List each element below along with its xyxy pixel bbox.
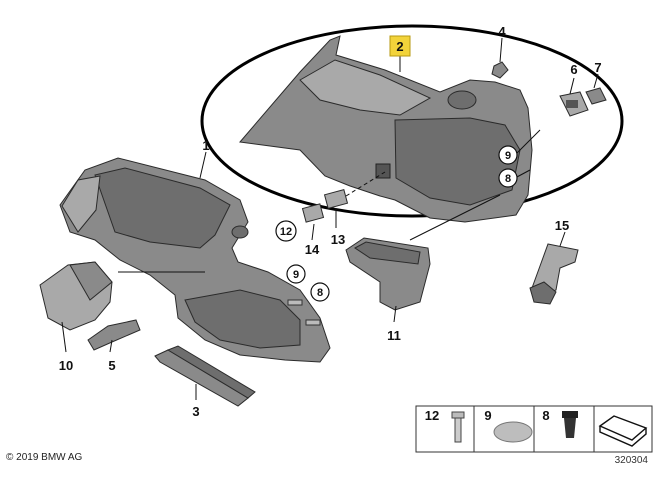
part-10-cover[interactable] — [39, 261, 113, 331]
callout-2-box — [389, 35, 411, 57]
callout-8b-circle — [310, 282, 330, 302]
part-15-hook-bracket[interactable] — [529, 243, 579, 305]
part-8-clip[interactable] — [305, 319, 321, 326]
callout-4: 4 — [498, 24, 506, 39]
legend-9-cap-icon — [493, 421, 533, 443]
part-14-grommet[interactable] — [301, 203, 325, 223]
legend-strip-arrow-icon — [598, 415, 648, 447]
callout-9a-circle — [498, 145, 518, 165]
part-11-storage-tray[interactable] — [345, 237, 431, 311]
callout-13: 13 — [331, 232, 345, 247]
callout-8b: 8 — [317, 287, 323, 299]
part-13-grommet[interactable] — [323, 189, 349, 209]
leader-lines — [61, 37, 599, 400]
legend-8-label: 8 — [542, 408, 549, 423]
callout-9a: 9 — [505, 150, 511, 162]
image-number: 320304 — [615, 455, 649, 466]
part-12-pin[interactable] — [287, 299, 303, 306]
callout-1: 1 — [202, 138, 209, 153]
callout-7: 7 — [594, 60, 601, 75]
callout-6: 6 — [570, 62, 577, 77]
callout-11: 11 — [387, 328, 401, 343]
part-4-clip[interactable] — [491, 61, 509, 79]
legend-12-label: 12 — [425, 408, 439, 423]
callout-9b-circle — [286, 264, 306, 284]
callout-8a-circle — [498, 168, 518, 188]
callout-15: 15 — [555, 218, 569, 233]
callout-2: 2 — [396, 39, 403, 54]
part-5-bracket[interactable] — [87, 319, 141, 351]
part-1-trunk-trim-main[interactable] — [59, 157, 331, 363]
part-2-trunk-trim-upper[interactable] — [239, 35, 533, 223]
callout-9b: 9 — [293, 269, 299, 281]
copyright-text: © 2019 BMW AG — [6, 452, 83, 463]
callout-5: 5 — [108, 358, 115, 373]
part-3-rail[interactable] — [154, 345, 256, 407]
legend-8-clip-icon — [562, 411, 578, 438]
part-7-small-cap[interactable] — [585, 87, 607, 105]
callout-14: 14 — [305, 242, 320, 257]
callout-12: 12 — [280, 226, 292, 238]
callout-12-circle — [275, 220, 297, 242]
legend-12-pin-icon — [451, 411, 465, 443]
legend-9-label: 9 — [484, 408, 491, 423]
callout-8a: 8 — [505, 173, 511, 185]
highlight-ellipse — [200, 24, 624, 218]
callout-10: 10 — [59, 358, 73, 373]
part-6-cover-plate[interactable] — [559, 91, 589, 117]
callout-3: 3 — [192, 404, 199, 419]
legend-strip: 12 9 8 — [415, 405, 653, 453]
